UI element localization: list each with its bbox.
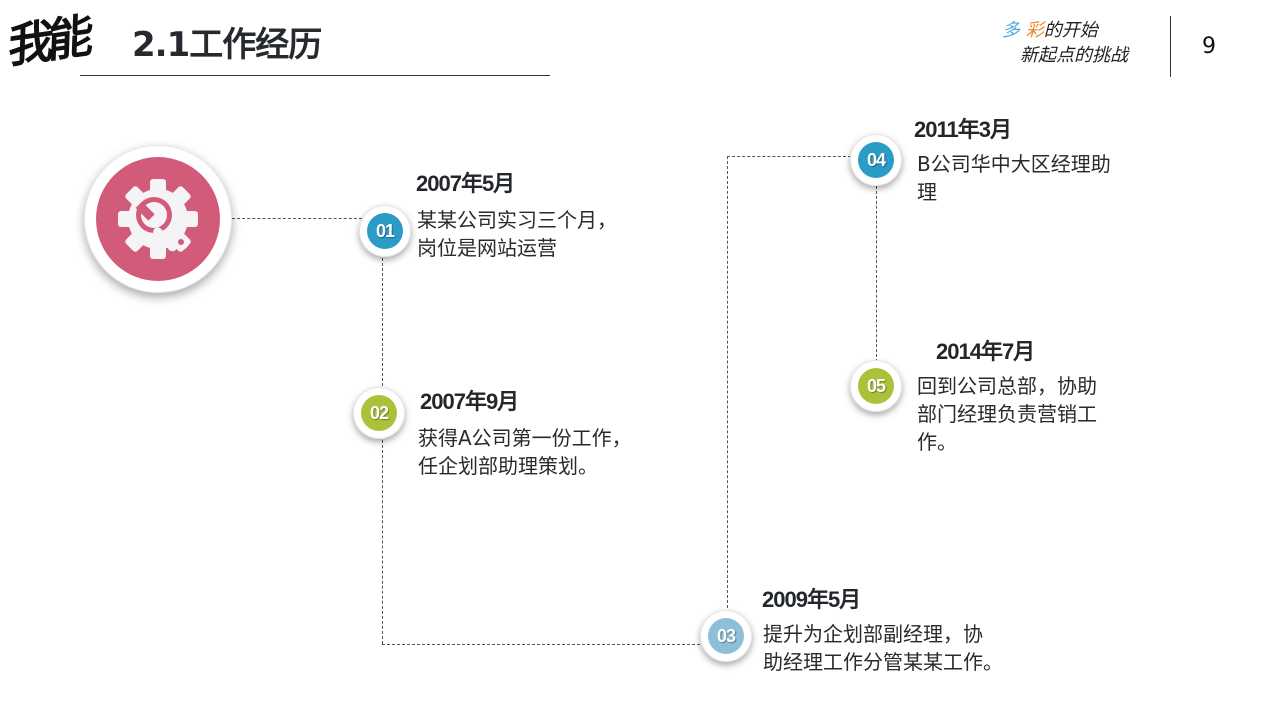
page-number: 9 (1202, 34, 1216, 59)
step-desc-line: 回到公司总部，协助 (917, 374, 1097, 398)
slogan: 多 彩的开始 新起点的挑战 (1002, 18, 1128, 68)
step-desc-line: 提升为企划部副经理，协 (763, 622, 983, 646)
step-badge-03: 03 (700, 610, 752, 662)
step-number-03: 03 (708, 618, 744, 654)
connector-02-to-03 (382, 644, 700, 645)
step-badge-04: 04 (850, 134, 902, 186)
step-number-01: 01 (367, 213, 403, 249)
page-title: 2.1工作经历 (132, 25, 322, 65)
step-date-04: 2011年3月 (914, 117, 1012, 142)
step-desc-line: 任企划部助理策划。 (418, 454, 598, 478)
connector-04-to-05 (876, 186, 877, 362)
step-desc-04: B公司华中大区经理助 理 (917, 150, 1111, 206)
slogan-line-2: 新起点的挑战 (1020, 45, 1128, 66)
slogan-line-1: 多 彩的开始 (1002, 18, 1128, 43)
step-desc-line: 理 (917, 180, 937, 204)
slogan-rest: 的开始 (1043, 20, 1098, 41)
header-divider (1170, 16, 1171, 77)
main-icon-badge (84, 145, 232, 293)
step-desc-line: 助经理工作分管某某工作。 (763, 650, 1003, 674)
step-date-01: 2007年5月 (416, 171, 515, 196)
slogan-char-2: 彩 (1025, 20, 1044, 41)
step-badge-05: 05 (850, 360, 902, 412)
step-badge-01: 01 (359, 205, 411, 257)
connector-02-down (382, 440, 383, 644)
step-date-03: 2009年5月 (762, 587, 861, 612)
step-number-05: 05 (858, 368, 894, 404)
step-desc-01: 某某公司实习三个月， 岗位是网站运营 (417, 206, 617, 262)
step-desc-line: 部门经理负责营销工 (917, 402, 1097, 426)
step-desc-line: 某某公司实习三个月， (417, 208, 617, 232)
connector-to-04 (727, 156, 851, 157)
step-desc-line: B公司华中大区经理助 (917, 152, 1111, 176)
gear-wrench-icon (96, 157, 220, 281)
step-desc-line: 岗位是网站运营 (417, 236, 557, 260)
step-desc-line: 获得A公司第一份工作， (418, 426, 632, 450)
step-number-02: 02 (361, 395, 397, 431)
slogan-char-1: 多 (1002, 20, 1020, 41)
brand-mark-logo: 我能 (7, 8, 89, 74)
step-desc-line: 作。 (917, 430, 957, 454)
step-desc-03: 提升为企划部副经理，协 助经理工作分管某某工作。 (763, 620, 1003, 676)
step-desc-05: 回到公司总部，协助 部门经理负责营销工 作。 (917, 372, 1097, 456)
step-date-05: 2014年7月 (936, 339, 1035, 364)
step-badge-02: 02 (353, 387, 405, 439)
connector-03-up (727, 156, 728, 608)
step-desc-02: 获得A公司第一份工作， 任企划部助理策划。 (418, 424, 632, 480)
connector-01-to-02 (382, 258, 383, 386)
step-number-04: 04 (858, 142, 894, 178)
title-underline (80, 75, 550, 76)
connector-main-to-01 (232, 218, 362, 219)
step-date-02: 2007年9月 (420, 389, 519, 414)
